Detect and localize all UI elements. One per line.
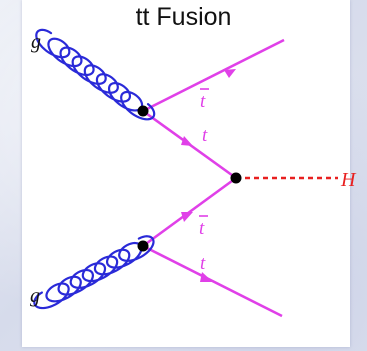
tbar-upper-line — [142, 38, 285, 113]
arrow-tbar-lower-internal — [181, 212, 193, 222]
arrow-tbar-upper — [224, 69, 236, 78]
label-tbar-lower-internal: t — [199, 218, 205, 239]
label-gluon-bottom: g — [30, 285, 40, 307]
arrow-t-lower — [200, 272, 213, 282]
label-tbar-upper: t — [200, 91, 206, 112]
label-t-upper-internal: t — [202, 125, 208, 146]
vertex-upper — [137, 105, 149, 117]
label-gluon-top: g — [31, 31, 41, 53]
label-higgs: H — [340, 169, 357, 191]
gluon-top-line — [35, 28, 156, 121]
arrow-t-upper-internal — [181, 136, 193, 146]
label-t-lower: t — [200, 253, 206, 274]
vertex-higgs — [230, 172, 242, 184]
diagram-title: tt Fusion — [135, 3, 232, 31]
t-lower-line — [142, 244, 283, 318]
gluon-bottom-line — [33, 235, 155, 310]
vertex-lower — [137, 240, 149, 252]
